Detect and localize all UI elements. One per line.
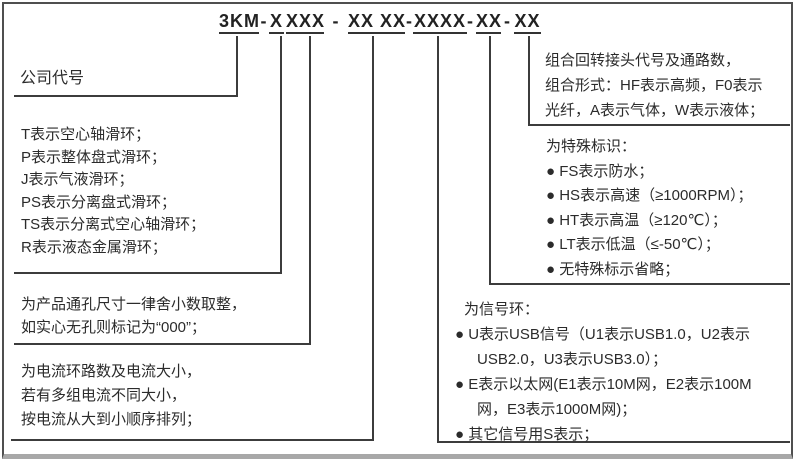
- bore-size-line: 为产品通孔尺寸一律舍小数取整，: [21, 296, 247, 313]
- code-separator: -: [406, 11, 413, 31]
- connector-company-horizontal: [14, 95, 238, 97]
- connector-joint-vertical: [528, 36, 530, 124]
- code-separator: -: [260, 11, 268, 31]
- special-mark-block: 为特殊标识： ● FS表示防水； ● HS表示高速（≥1000RPM）； ● H…: [546, 135, 753, 282]
- special-mark-item: ● HS表示高速（≥1000RPM）；: [546, 187, 753, 204]
- code-segment-special: XX: [476, 11, 501, 34]
- signal-ring-block: 为信号环： ● U表示USB信号（U1表示USB1.0，U2表示 USB2.0，…: [455, 297, 752, 447]
- special-mark-title: 为特殊标识：: [546, 138, 637, 155]
- current-line: 为电流环路数及电流大小，: [21, 363, 202, 380]
- signal-ring-title: 为信号环：: [464, 301, 540, 318]
- rotary-joint-line: 光纤，A表示气体，W表示液体；: [545, 102, 765, 119]
- special-mark-item: ● FS表示防水；: [546, 162, 654, 180]
- signal-ring-item-wrap: 网，E3表示1000M网)；: [477, 401, 637, 418]
- ring-type-line: PS表示分离盘式滑环；: [21, 193, 177, 211]
- code-separator: -: [504, 11, 511, 31]
- code-segment-joint: XX: [514, 11, 541, 34]
- connector-signal-vertical: [437, 36, 439, 441]
- code-segment-signal: XXXX: [413, 11, 467, 34]
- current-line: 按电流从大到小顺序排列；: [21, 411, 202, 428]
- code-segment-current: XX XX: [348, 11, 405, 34]
- special-mark-item: ● 无特殊标示省略；: [546, 260, 680, 278]
- ring-type-line: R表示液态金属滑环；: [21, 238, 167, 256]
- company-code-label: 公司代号: [20, 70, 85, 87]
- ring-type-line: TS表示分离式空心轴滑环；: [21, 216, 206, 233]
- connector-current-vertical: [372, 36, 374, 439]
- rotary-joint-block: 组合回转接头代号及通路数， 组合形式：HF表示高频，F0表示 光纤，A表示气体，…: [545, 48, 764, 123]
- ring-type-line: J表示气液滑环；: [21, 171, 134, 188]
- connector-signal-horizontal: [437, 441, 790, 443]
- connector-current-horizontal: [11, 439, 374, 441]
- special-mark-item: ● LT表示低温（≤-50℃）；: [546, 236, 720, 253]
- code-separator: -: [332, 11, 340, 31]
- connector-company-vertical: [236, 36, 238, 96]
- special-mark-item: ● HT表示高温（≥120℃）；: [546, 211, 727, 229]
- rotary-joint-line: 组合回转接头代号及通路数，: [545, 52, 741, 69]
- signal-ring-item: ● E表示以太网(E1表示10M网，E2表示100M: [455, 376, 752, 393]
- signal-ring-item: ● 其它信号用S表示；: [455, 426, 599, 443]
- connector-ringtype-vertical: [280, 36, 282, 274]
- code-separator: -: [467, 11, 474, 31]
- bore-size-block: 为产品通孔尺寸一律舍小数取整， 如实心无孔则标记为“000”；: [21, 293, 246, 339]
- connector-special-horizontal: [489, 283, 790, 285]
- code-segment-type: X: [269, 11, 284, 34]
- code-segment-bore: XXX: [286, 11, 324, 34]
- code-segment-3km: 3KM: [219, 11, 259, 34]
- rotary-joint-line: 组合形式：HF表示高频，F0表示: [545, 77, 763, 94]
- ring-type-line: P表示整体盘式滑环；: [21, 148, 167, 166]
- ring-type-line: T表示空心轴滑环；: [21, 126, 151, 143]
- ring-type-block: T表示空心轴滑环； P表示整体盘式滑环； J表示气液滑环； PS表示分离盘式滑环…: [21, 124, 205, 259]
- connector-bore-horizontal: [14, 343, 311, 345]
- current-block: 为电流环路数及电流大小， 若有多组电流不同大小， 按电流从大到小顺序排列；: [21, 360, 201, 432]
- connector-joint-horizontal: [528, 124, 790, 126]
- signal-ring-item-wrap: USB2.0，U3表示USB3.0）；: [477, 351, 668, 368]
- connector-special-vertical: [489, 36, 491, 283]
- connector-bore-vertical: [309, 36, 311, 343]
- current-line: 若有多组电流不同大小，: [21, 387, 187, 404]
- diagram-frame: [2, 2, 793, 459]
- bore-size-line: 如实心无孔则标记为“000”；: [21, 319, 207, 336]
- connector-ringtype-horizontal: [14, 272, 282, 274]
- signal-ring-item: ● U表示USB信号（U1表示USB1.0，U2表示: [455, 326, 750, 343]
